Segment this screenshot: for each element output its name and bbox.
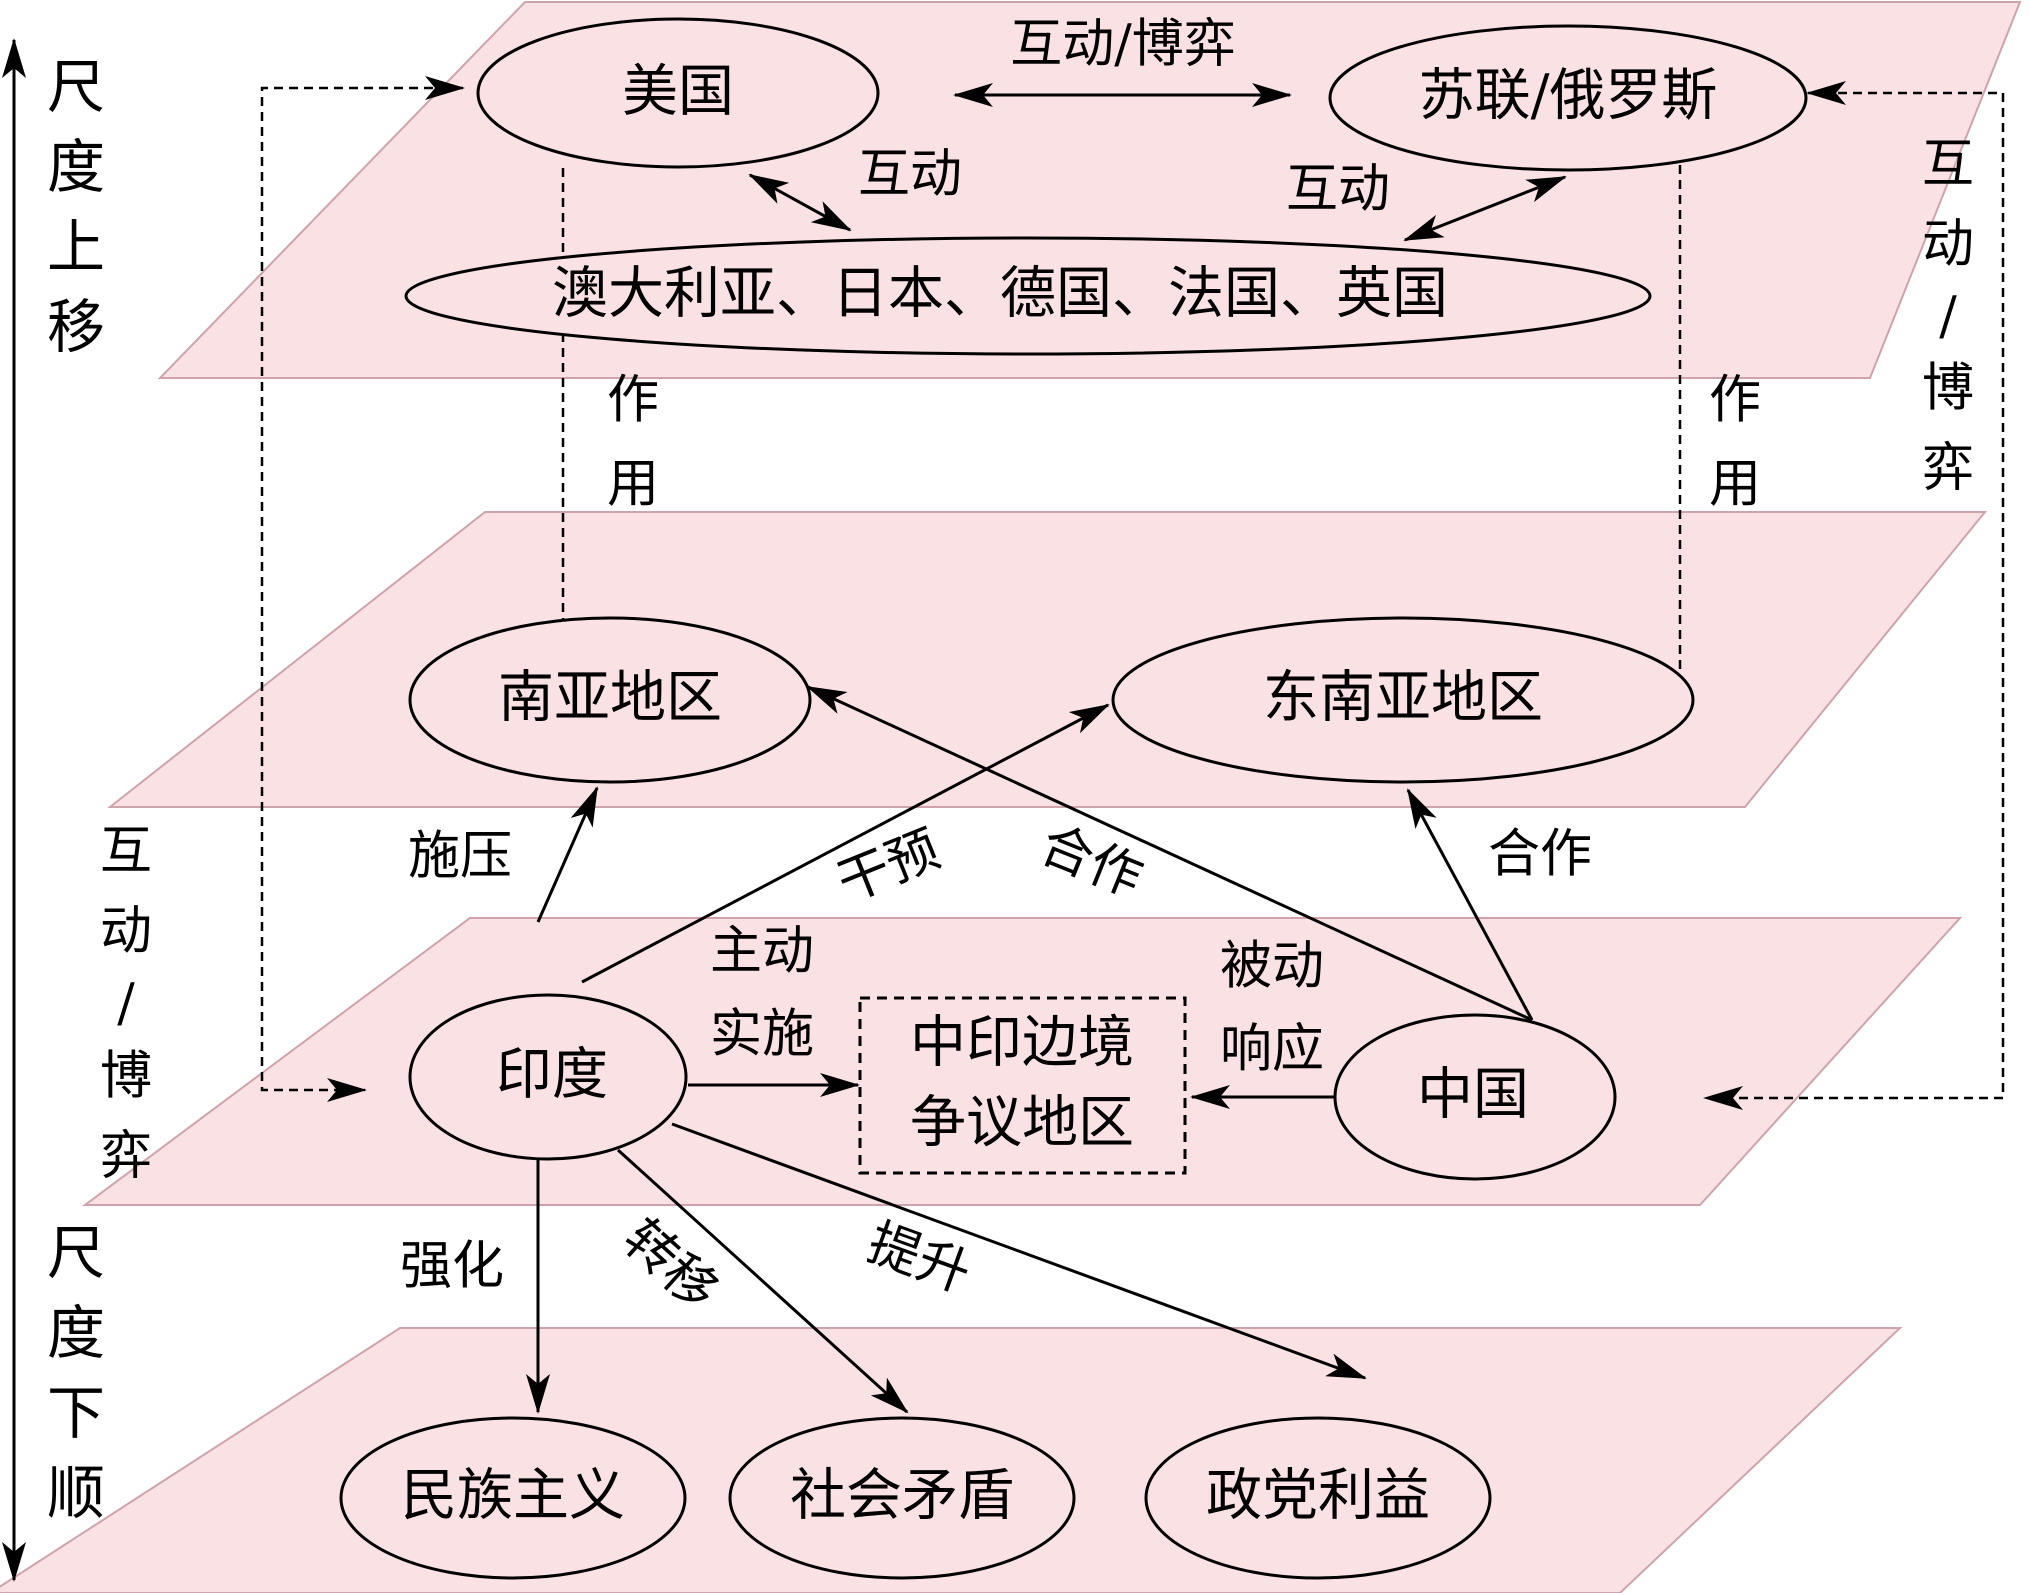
label-right-interact: 动 bbox=[1922, 215, 1974, 275]
node-china-label: 中国 bbox=[1417, 1063, 1529, 1128]
node-china bbox=[1333, 1013, 1617, 1181]
transfer-arrow bbox=[616, 1148, 909, 1414]
label-left-interact: / bbox=[117, 974, 135, 1034]
node-party-interest-label: 政党利益 bbox=[1206, 1464, 1430, 1529]
node-india-label: 印度 bbox=[496, 1043, 608, 1108]
label-enhance: 提升 bbox=[860, 1213, 978, 1305]
label-left-interact: 博 bbox=[100, 1047, 152, 1107]
china-southeast-asia-arrow bbox=[1406, 788, 1534, 1021]
axis-top-char: 尺 bbox=[47, 53, 105, 121]
label-left-interact: 弈 bbox=[100, 1127, 152, 1187]
axis-bottom-label: 尺 度 下 顺 bbox=[47, 1219, 105, 1527]
node-border-dispute-line2: 争议地区 bbox=[910, 1091, 1134, 1156]
axis-top-char: 移 bbox=[47, 293, 105, 361]
label-cooperate-south-asia: 合作 bbox=[1032, 814, 1151, 909]
label-right-interact: 博 bbox=[1922, 359, 1974, 419]
label-cooperate-southeast-asia: 合作 bbox=[1488, 825, 1592, 885]
label-active-1: 主动 bbox=[710, 922, 814, 982]
label-left-interact: 互 bbox=[100, 822, 152, 882]
label-effect-right: 作 bbox=[1709, 371, 1761, 431]
axis-top-char: 上 bbox=[47, 213, 105, 281]
label-right-interact: / bbox=[1939, 287, 1957, 347]
node-allies bbox=[404, 236, 1652, 356]
node-usa bbox=[476, 17, 880, 169]
label-effect-left: 作 bbox=[607, 371, 659, 431]
node-party-interest bbox=[1144, 1416, 1492, 1580]
label-transfer: 转移 bbox=[612, 1208, 729, 1322]
label-intervene: 干预 bbox=[829, 819, 948, 914]
label-left-interact: 动 bbox=[100, 902, 152, 962]
label-effect-right: 用 bbox=[1709, 455, 1761, 515]
label-right-interact: 互 bbox=[1922, 135, 1974, 195]
label-active-2: 实施 bbox=[710, 1005, 814, 1065]
label-strengthen: 强化 bbox=[400, 1237, 504, 1297]
label-passive-2: 响应 bbox=[1220, 1020, 1324, 1080]
china-south-asia-arrow bbox=[806, 685, 1533, 1022]
node-nationalism bbox=[339, 1416, 687, 1580]
label-right-interact: 弈 bbox=[1922, 439, 1974, 499]
node-nationalism-label: 民族主义 bbox=[401, 1464, 625, 1529]
right-interaction-line bbox=[1703, 81, 2005, 1110]
plane-regional bbox=[107, 511, 1988, 808]
node-social-conflict-label: 社会矛盾 bbox=[790, 1464, 1014, 1529]
usa-allies-arrow bbox=[748, 173, 852, 232]
label-pressure: 施压 bbox=[408, 827, 512, 887]
axis-top-label: 尺 度 上 移 bbox=[47, 53, 105, 361]
label-passive-1: 被动 bbox=[1220, 937, 1324, 997]
node-southeast-asia bbox=[1111, 616, 1695, 784]
ussr-allies-arrow bbox=[1403, 175, 1567, 242]
node-south-asia-label: 南亚地区 bbox=[498, 666, 722, 731]
node-social-conflict bbox=[728, 1416, 1076, 1580]
axis-top-char: 度 bbox=[47, 133, 105, 201]
node-border-dispute-line1: 中印边境 bbox=[910, 1011, 1134, 1076]
axis-bottom-char: 度 bbox=[47, 1299, 105, 1367]
enhance-arrow bbox=[671, 1122, 1367, 1380]
axis-bottom-char: 顺 bbox=[47, 1459, 105, 1527]
pressure-arrow bbox=[536, 786, 599, 923]
label-usa-allies: 互动 bbox=[858, 145, 962, 205]
node-southeast-asia-label: 东南亚地区 bbox=[1263, 666, 1543, 731]
node-border-dispute bbox=[858, 996, 1187, 1175]
node-allies-label: 澳大利亚、日本、德国、法国、英国 bbox=[552, 262, 1448, 327]
node-ussr-russia-label: 苏联/俄罗斯 bbox=[1419, 64, 1718, 129]
label-ussr-allies: 互动 bbox=[1286, 160, 1390, 220]
node-ussr-russia bbox=[1328, 24, 1808, 172]
axis-bottom-char: 下 bbox=[47, 1379, 105, 1447]
label-effect-left: 用 bbox=[607, 455, 659, 515]
node-south-asia bbox=[408, 616, 812, 784]
axis-bottom-char: 尺 bbox=[47, 1219, 105, 1287]
label-usa-ussr: 互动/博弈 bbox=[1010, 15, 1236, 75]
node-india bbox=[408, 993, 688, 1161]
node-usa-label: 美国 bbox=[622, 60, 734, 125]
intervene-arrow bbox=[581, 703, 1110, 984]
